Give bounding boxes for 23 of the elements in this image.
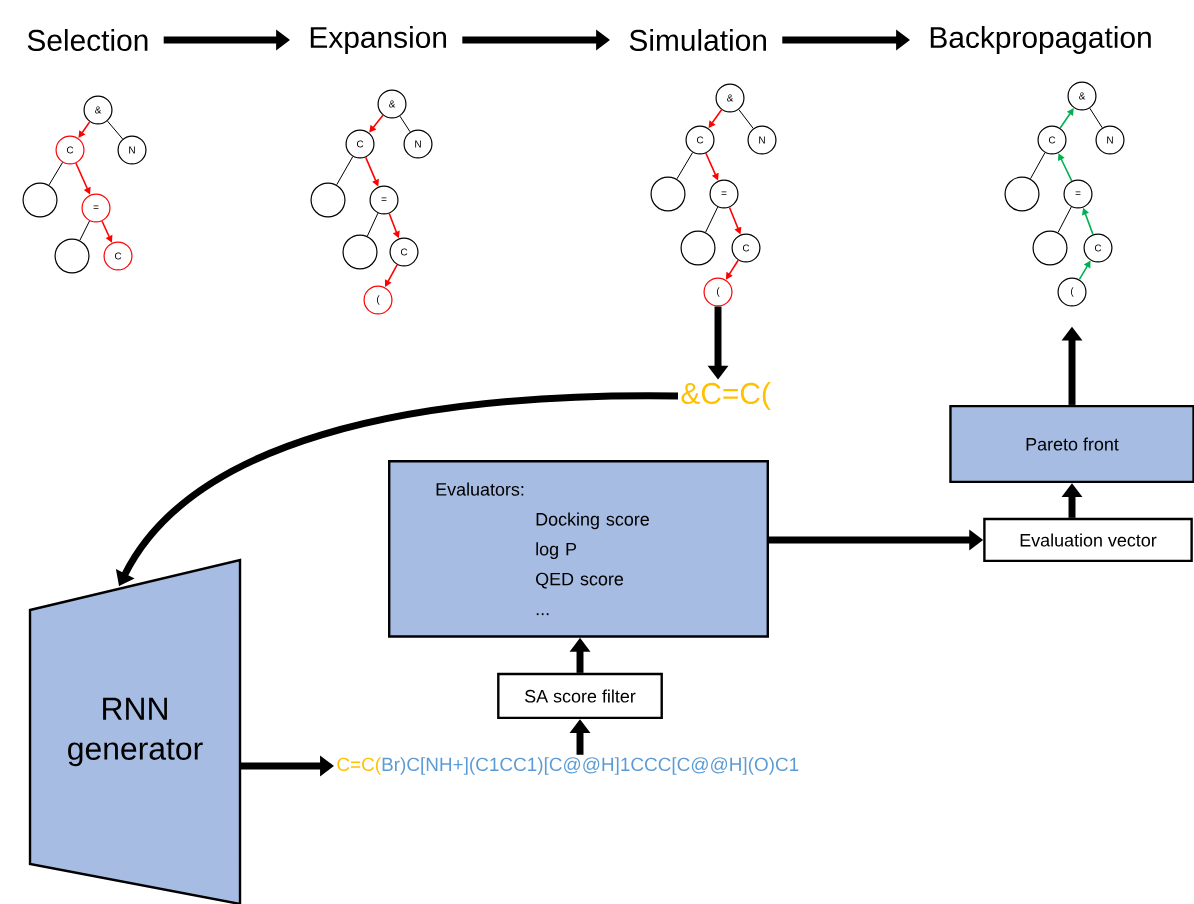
tree-node xyxy=(22,182,58,218)
arrow xyxy=(1057,153,1073,182)
evaluator-box: Evaluators: Docking score log P QED score ... xyxy=(388,460,769,638)
process-box: SA score filter xyxy=(497,672,663,720)
arrow xyxy=(1059,108,1074,129)
process-box: Pareto front xyxy=(949,404,1194,484)
arrow xyxy=(369,114,384,133)
smiles-string: C=C(Br)C[NH+](C1CC1)[C@@H]1CCC[C@@H](O)C1 xyxy=(337,757,799,775)
tree-node xyxy=(1032,230,1068,266)
smiles-fragment: &C=C( xyxy=(681,382,771,410)
tree-node xyxy=(1004,176,1040,212)
tree-node xyxy=(650,176,686,212)
tree-node xyxy=(54,238,90,274)
step-title: Selection xyxy=(27,29,148,51)
tree-node xyxy=(342,234,378,270)
generator-trapezoid: RNN generator xyxy=(28,558,242,904)
process-box: Evaluation vector xyxy=(983,517,1193,563)
tree-node xyxy=(680,230,716,266)
step-title: Expansion xyxy=(310,26,446,54)
step-title: Backpropagation xyxy=(930,26,1151,54)
arrow xyxy=(78,121,91,138)
step-title: Simulation xyxy=(629,29,766,51)
tree-node xyxy=(310,182,346,218)
